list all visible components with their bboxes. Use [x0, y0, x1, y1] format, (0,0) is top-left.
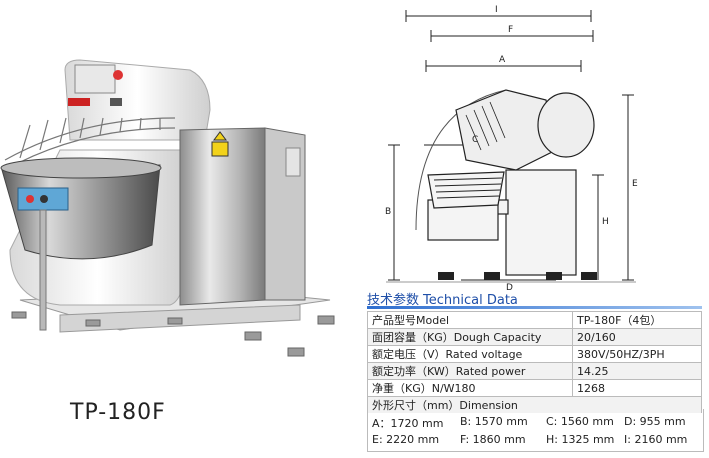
- tech-title-cn: 技术参数: [367, 293, 420, 308]
- dim-letter-b: B: [385, 207, 391, 217]
- dimension-c: C: 1560 mm: [546, 415, 614, 428]
- dimension-values: A：1720 mm B: 1570 mm C: 1560 mm D: 955 m…: [367, 409, 704, 452]
- table-row: 产品型号Model TP-180F（4包）: [367, 311, 702, 329]
- spec-label: 额定功率（KW）Rated power: [367, 362, 573, 380]
- dim-letter-i: I: [495, 5, 498, 15]
- spec-value: 20/160: [572, 328, 702, 346]
- table-row: 额定电压（V）Rated voltage 380V/50HZ/3PH: [367, 345, 702, 363]
- dimension-drawing: I F A C E B H D: [356, 0, 709, 293]
- spec-label: 产品型号Model: [367, 311, 573, 329]
- dim-letter-e: E: [632, 179, 638, 189]
- spec-table: 产品型号Model TP-180F（4包） 面团容量（KG）Dough Capa…: [367, 311, 702, 413]
- product-photo: [0, 0, 355, 453]
- dimension-d: D: 955 mm: [624, 415, 686, 428]
- dim-letter-a: A: [499, 55, 506, 65]
- dimension-i: I: 2160 mm: [624, 433, 688, 446]
- dimension-a: A：1720 mm: [372, 417, 444, 430]
- spec-value: 1268: [572, 379, 702, 397]
- dimension-e: E: 2220 mm: [372, 433, 440, 446]
- dim-letter-d: D: [506, 283, 513, 290]
- technical-drawing: I F A C E B H D: [385, 5, 638, 293]
- spec-label: 额定电压（V）Rated voltage: [367, 345, 573, 363]
- spiral-mixer-illustration: [0, 59, 335, 357]
- spec-label: 面团容量（KG）Dough Capacity: [367, 328, 573, 346]
- table-row: 净重（KG）N/W180 1268: [367, 379, 702, 397]
- spec-label: 净重（KG）N/W180: [367, 379, 573, 397]
- spec-value: TP-180F（4包）: [572, 311, 702, 329]
- table-row: 额定功率（KW）Rated power 14.25: [367, 362, 702, 380]
- spec-value: 380V/50HZ/3PH: [572, 345, 702, 363]
- dim-letter-h: H: [602, 217, 609, 227]
- dimension-label: 外形尺寸（mm）Dimension: [367, 396, 702, 413]
- title-underline: [367, 306, 702, 309]
- spec-value: 14.25: [572, 362, 702, 380]
- tech-title-en: Technical Data: [423, 293, 518, 308]
- dim-letter-f: F: [508, 25, 513, 35]
- dimension-h: H: 1325 mm: [546, 433, 615, 446]
- table-row: 面团容量（KG）Dough Capacity 20/160: [367, 328, 702, 346]
- dimension-f: F: 1860 mm: [460, 433, 526, 446]
- table-row: 外形尺寸（mm）Dimension: [367, 396, 702, 413]
- dimension-b: B: 1570 mm: [460, 415, 528, 428]
- model-label: TP-180F: [70, 400, 166, 425]
- dim-letter-c: C: [472, 135, 478, 145]
